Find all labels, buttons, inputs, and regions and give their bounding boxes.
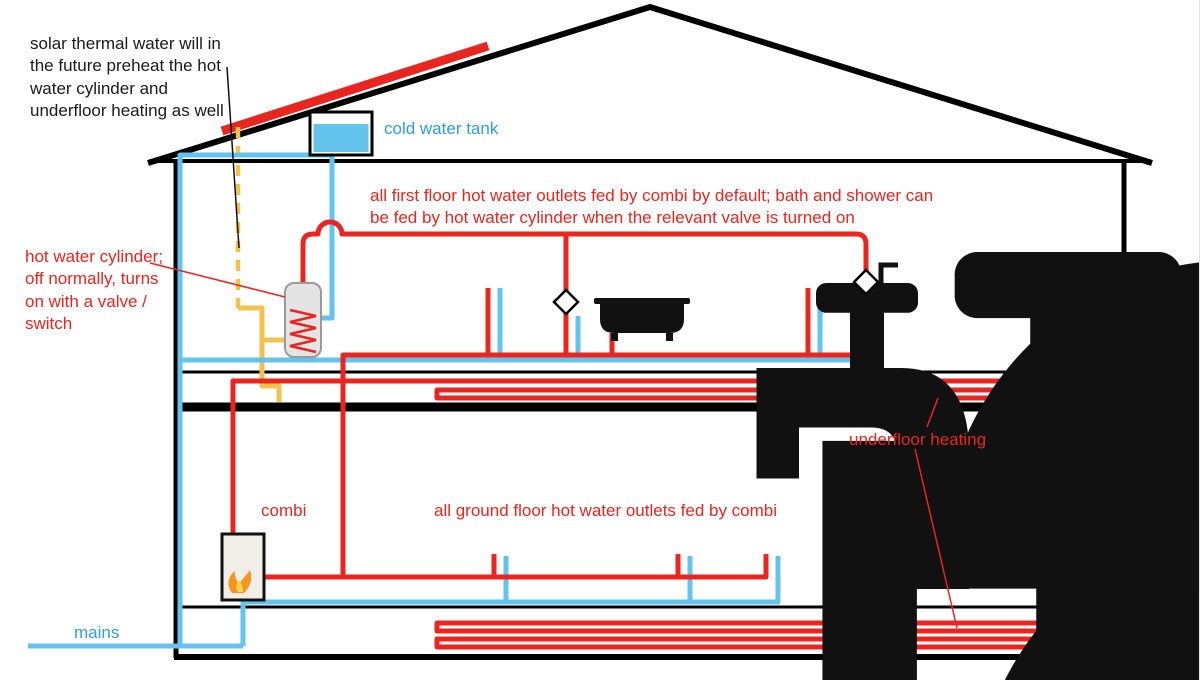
- tank-to-cylinder-pipe: [322, 153, 335, 321]
- valve-icon-bath: [552, 288, 580, 316]
- ground-floor-cold-line: [243, 556, 781, 605]
- hot-water-cylinder-note: hot water cylinder; off normally, turns …: [25, 247, 168, 334]
- underfloor-heating-label: underfloor heating: [849, 430, 987, 449]
- cold-water-tank: [308, 110, 374, 157]
- bathtub-icon: [594, 283, 969, 589]
- annotation-lines: [149, 66, 958, 629]
- tank-water: [313, 124, 369, 152]
- cylinder-note-pointer: [149, 262, 286, 298]
- bathtub-foot-right: [666, 333, 673, 341]
- valves: [552, 268, 880, 316]
- underfloor-pointer-down: [914, 448, 958, 629]
- underfloor-pointer-up: [926, 397, 939, 428]
- flame-inner: [236, 580, 244, 592]
- combi-boiler: [220, 532, 266, 602]
- mains-label: mains: [74, 623, 120, 642]
- ground-floor-note: all ground floor hot water outlets fed b…: [434, 501, 778, 520]
- bathtub-foot-left: [611, 333, 618, 341]
- valve-icon-shower: [852, 268, 880, 296]
- first-floor-note: all first floor hot water outlets fed by…: [370, 186, 938, 228]
- solar-note-pointer: [226, 66, 240, 249]
- house-structure: [147, 3, 1153, 660]
- cold-water-tank-label: cold water tank: [384, 119, 499, 138]
- combi-label: combi: [261, 501, 307, 520]
- ground-floor-hot-line: [264, 554, 769, 580]
- bathtub-rim: [594, 298, 690, 304]
- mains-riser-to-tank: [177, 152, 330, 646]
- cylinder-coil: [289, 308, 317, 354]
- fixtures: [594, 252, 1200, 680]
- solar-thermal-panel: [220, 41, 490, 136]
- solar-note: solar thermal water will in the future p…: [30, 34, 226, 121]
- solar-future-pipe-solid: [238, 305, 288, 402]
- flame-icon: [228, 570, 252, 593]
- cylinder-hot-line: [300, 219, 869, 288]
- roof-outline: [147, 3, 1153, 166]
- bathtub-body: [600, 304, 684, 333]
- hot-water-cylinder: [284, 282, 322, 358]
